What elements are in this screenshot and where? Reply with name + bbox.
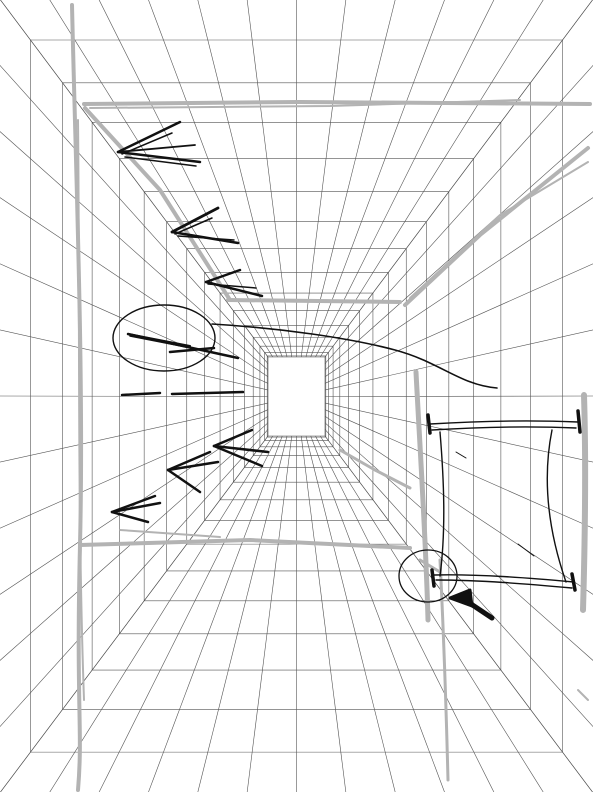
grid-line: [324, 409, 593, 529]
grid-line: [0, 435, 269, 792]
bench-end-cap: [430, 568, 436, 588]
guide-right-edge-vertical: [580, 392, 589, 613]
grid-line: [0, 395, 269, 397]
grid-line: [324, 131, 593, 371]
guide-right-diagonal: [403, 146, 590, 307]
grid-line: [0, 0, 269, 358]
arrow-icon: [212, 428, 270, 468]
bench-icon: [426, 409, 582, 592]
arrow-icon: [166, 450, 220, 494]
ink-sketch: [110, 120, 582, 621]
grid-line: [305, 435, 396, 792]
bench-left-leg: [439, 431, 445, 577]
guide-bottom-corner: [577, 689, 589, 701]
grid-line: [324, 435, 593, 792]
guide-left-diagonal: [83, 106, 232, 302]
grid-line: [0, 402, 269, 463]
grid-line: [319, 435, 544, 792]
grid-line: [0, 429, 269, 728]
guide-right-diagonal-low: [338, 448, 412, 490]
grid-line: [0, 197, 269, 377]
guide-left-vertical-2: [77, 119, 85, 701]
grid-line: [0, 329, 269, 391]
grid-line: [310, 435, 445, 792]
circle-annotation-icon: [398, 549, 458, 603]
bench-right-leg: [546, 429, 567, 583]
arrow-icon: [448, 588, 495, 621]
dash-mark: [120, 391, 162, 397]
arrow-icon: [204, 268, 264, 298]
guide-ceiling-line-2: [89, 99, 521, 109]
grid-line: [0, 409, 269, 529]
grid-line: [324, 402, 593, 463]
guide-ceiling-line: [82, 100, 592, 106]
bench-bottom-rail: [433, 574, 575, 583]
bench-end-cap: [576, 409, 582, 434]
grid-line: [98, 0, 278, 358]
grid-line: [246, 435, 293, 792]
grid-line: [324, 197, 593, 377]
guide-ceiling-back: [226, 298, 402, 304]
guide-floor-right: [418, 558, 442, 574]
grid-line: [148, 435, 283, 792]
grid-line: [305, 0, 396, 358]
grid-line: [49, 435, 274, 792]
grid-line: [246, 0, 293, 358]
bench-hatch: [455, 451, 467, 459]
bench-top-rail: [429, 420, 579, 425]
guide-bench-post-front: [438, 558, 450, 782]
guide-left-vertical: [70, 3, 84, 792]
grid-line: [0, 65, 269, 364]
arrow-icon: [116, 120, 202, 167]
grid-line: [324, 395, 593, 397]
grid-line: [315, 435, 495, 792]
dash-mark: [170, 390, 245, 396]
grid-line: [315, 0, 495, 358]
bench-end-cap: [570, 572, 577, 592]
grid-line: [319, 0, 544, 358]
bench-bottom-rail-2: [435, 579, 573, 589]
guide-right-vertical: [413, 369, 431, 623]
guide-sketch-lines: [70, 3, 592, 792]
leader-line: [211, 323, 498, 389]
arrow-icon: [170, 206, 240, 245]
grid-line: [0, 131, 269, 371]
grid-line: [324, 0, 593, 358]
guide-floor-line-2: [119, 529, 221, 538]
guide-right-diagonal-2: [409, 161, 589, 299]
grid-line: [324, 263, 593, 384]
grid-line: [49, 0, 274, 358]
arrow-icon: [126, 332, 240, 360]
grid-line: [98, 435, 278, 792]
bench-end-cap: [426, 413, 432, 435]
grid-line: [324, 422, 593, 661]
grid-line: [324, 416, 593, 595]
grid-line: [300, 0, 347, 358]
grid-line: [197, 435, 288, 792]
arrow-icon: [110, 494, 162, 524]
circle-annotation-icon: [112, 304, 216, 372]
grid-line: [300, 435, 347, 792]
bench-hatch: [517, 543, 535, 557]
grid-line: [310, 0, 445, 358]
grid-line: [197, 0, 288, 358]
grid-line: [0, 263, 269, 384]
bench-top-rail-2: [431, 426, 577, 431]
guide-floor-line: [78, 538, 412, 550]
grid-line: [324, 329, 593, 391]
grid-line: [324, 65, 593, 364]
